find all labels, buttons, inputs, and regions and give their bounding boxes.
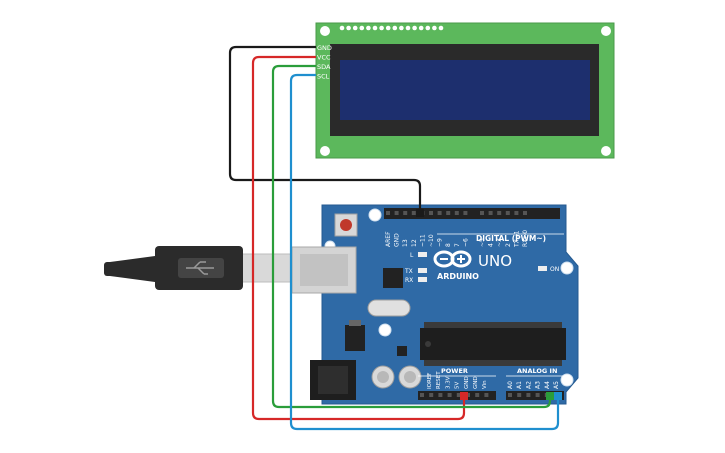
- power-pin-label: RESET: [436, 371, 442, 389]
- digital-pin-label: 8: [445, 243, 452, 247]
- power-pin-label: Vin: [482, 380, 488, 389]
- analog-pin-hole[interactable]: [508, 393, 512, 397]
- lcd-pin-hole: [405, 25, 411, 31]
- usb-cable: [104, 246, 299, 290]
- power-pin-label: 3.3V: [445, 376, 451, 389]
- digital-pin-hole[interactable]: [429, 211, 433, 215]
- digital-pin-hole[interactable]: [497, 211, 502, 215]
- lcd-pin-hole: [412, 25, 417, 31]
- analog-pin-label: A3: [535, 381, 542, 389]
- wire-vcc: [251, 55, 466, 421]
- lcd-pin-hole: [438, 25, 444, 31]
- power-pin-hole[interactable]: [447, 393, 452, 397]
- digital-pin-label: TX→1: [513, 230, 520, 248]
- digital-pin-hole[interactable]: [463, 211, 468, 215]
- wire-gnd: [228, 45, 422, 213]
- lcd-pin-hole: [392, 25, 398, 31]
- power-pin-hole[interactable]: [475, 393, 480, 397]
- analog-header: [506, 391, 564, 400]
- power-pin-hole[interactable]: [429, 393, 434, 397]
- analog-pin-label: A4: [544, 381, 551, 389]
- lcd-pin-label-sda: SDA: [317, 63, 331, 71]
- digital-pin-label: ~11: [419, 234, 426, 247]
- lcd-pin-hole: [366, 25, 371, 31]
- digital-pin-label: GND: [394, 233, 401, 247]
- digital-pin-label: AREF: [385, 231, 392, 247]
- digital-pin-hole[interactable]: [437, 211, 442, 215]
- digital-pin-hole[interactable]: [403, 211, 408, 215]
- led-rx-label: RX: [405, 277, 413, 284]
- lcd-pin-hole: [379, 25, 384, 31]
- digital-pin-label: ~5: [479, 238, 486, 247]
- digital-pin-hole[interactable]: [446, 211, 451, 215]
- digital-pin-hole[interactable]: [505, 211, 510, 215]
- digital-header: [384, 208, 560, 219]
- analog-pin-hole[interactable]: [517, 393, 522, 397]
- lcd-pin-hole: [425, 25, 431, 31]
- power-pin-hole[interactable]: [420, 393, 424, 397]
- lcd-pin-label-gnd: GND: [317, 44, 332, 52]
- lcd-pin-hole: [432, 25, 437, 31]
- lcd-pin-hole: [399, 25, 404, 31]
- analog-pin-label: A2: [525, 381, 532, 389]
- lcd-screen: [340, 60, 590, 120]
- analog-pin-label: A0: [507, 381, 514, 389]
- led-l-label: L: [410, 252, 414, 259]
- lcd-pin-hole: [418, 25, 424, 31]
- analog-pin-hole[interactable]: [535, 393, 540, 397]
- power-pin-hole[interactable]: [438, 393, 443, 397]
- power-pin-label: IOREF: [427, 373, 433, 389]
- power-pin-label: GND: [473, 376, 479, 389]
- digital-pin-hole[interactable]: [454, 211, 459, 215]
- digital-pin-hole[interactable]: [488, 211, 493, 215]
- lcd-pin-hole: [385, 25, 391, 31]
- lcd-pin-label-scl: SCL: [317, 73, 330, 81]
- lcd-pin-hole: [346, 25, 351, 31]
- power-pin-hole[interactable]: [484, 393, 489, 397]
- lcd-pin-hole: [339, 25, 345, 31]
- digital-pin-hole[interactable]: [386, 211, 390, 215]
- wire-sda: [271, 64, 552, 409]
- lcd-pin-hole: [352, 25, 358, 31]
- lcd-pin-label-vcc: VCC: [317, 54, 331, 62]
- brand-label: ARDUINO: [437, 272, 479, 281]
- digital-pin-label: 12: [411, 239, 418, 247]
- digital-pin-hole[interactable]: [394, 211, 399, 215]
- power-pin-hole[interactable]: [456, 393, 461, 397]
- model-label: UNO: [478, 252, 512, 270]
- power-pin-label: GND: [464, 376, 470, 389]
- digital-label: DIGITAL (PWM~): [476, 234, 546, 243]
- analog-pin-hole[interactable]: [526, 393, 531, 397]
- digital-pin-label: RX←0: [522, 230, 529, 247]
- analog-pin-label: A1: [516, 381, 523, 389]
- on-label: ON: [550, 266, 559, 273]
- digital-pin-label: 7: [454, 243, 461, 247]
- digital-pin-hole[interactable]: [480, 211, 484, 215]
- analog-label: ANALOG IN: [517, 367, 557, 375]
- digital-pin-label: ~6: [462, 238, 469, 247]
- digital-pin-label: ~9: [437, 238, 444, 247]
- digital-pin-label: ~10: [428, 234, 435, 247]
- lcd-pin-hole: [372, 25, 378, 31]
- digital-pin-hole[interactable]: [411, 211, 416, 215]
- power-label: POWER: [441, 367, 468, 375]
- power-pin-label: 5V: [455, 382, 461, 389]
- wire-scl: [289, 73, 560, 431]
- lcd-pin-hole: [359, 25, 365, 31]
- arduino-logo-icon: [433, 250, 472, 268]
- digital-pin-label: 2: [505, 243, 512, 247]
- digital-pin-hole[interactable]: [523, 211, 527, 215]
- usb-icon: [186, 261, 214, 275]
- analog-pin-label: A5: [553, 381, 560, 389]
- digital-pin-label: ~3: [496, 238, 503, 247]
- digital-pin-label: 4: [488, 243, 495, 247]
- digital-pin-hole[interactable]: [514, 211, 519, 215]
- led-tx-label: TX: [404, 268, 413, 275]
- digital-pin-label: 13: [402, 239, 409, 247]
